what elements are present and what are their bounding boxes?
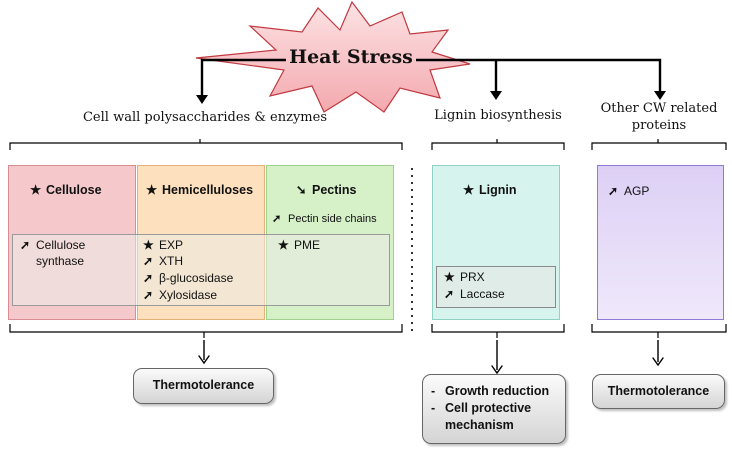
cellulose-item: synthase [36,254,85,268]
lignin-item: ➚Laccase [444,287,505,301]
pectins-title: ➘Pectins [296,183,357,197]
increase-arrow-icon: ➚ [272,213,282,225]
header-lignin: Lignin biosynthesis [434,108,562,123]
hemicelluloses-item: ➚XTH [143,254,183,268]
outcome-lignin-line: -Cell protective [431,401,532,415]
pectins-item: ★PME [278,238,321,252]
enzymes-overlay [12,234,390,306]
outcome-lignin-line: mechanism [445,418,514,432]
decrease-arrow-icon: ➘ [296,183,307,197]
outcome-thermotolerance-right: Thermotolerance [592,374,725,409]
lignin-enzymes-overlay [436,266,556,308]
hemicelluloses-item: ➚β-glucosidase [143,271,234,285]
outcome-thermotolerance-left: Thermotolerance [133,368,274,404]
star-icon: ★ [463,183,475,197]
top-connectors [200,58,662,96]
hemicelluloses-item: ★EXP [143,238,184,252]
top-braces [9,139,727,150]
lignin-title: ★Lignin [463,183,517,197]
heat-stress-title: Heat Stress [289,46,413,68]
other-proteins-box [597,165,724,320]
increase-arrow-icon: ➚ [143,288,154,302]
outcome-lignin: -Growth reduction -Cell protective mecha… [422,374,566,444]
cellulose-item: ➚Cellulose [20,238,86,252]
increase-arrow-icon: ➚ [444,287,455,301]
star-icon: ★ [444,270,455,284]
increase-arrow-icon: ➚ [143,271,154,285]
other-proteins-item: ➚AGP [608,184,650,198]
star-icon: ★ [143,238,154,252]
pectins-subtitle: ➚Pectin side chains [272,213,377,225]
header-polysaccharides: Cell wall polysaccharides & enzymes [82,110,328,125]
hemicelluloses-title: ★Hemicelluloses [146,183,254,197]
cellulose-title: ★Cellulose [30,183,102,197]
bottom-braces [9,324,727,338]
hemicelluloses-item: ➚Xylosidase [143,288,218,302]
header-other-line1: Other CW related [600,101,718,116]
star-icon: ★ [146,183,158,197]
increase-arrow-icon: ➚ [20,238,31,252]
star-icon: ★ [30,183,42,197]
top-arrowheads [196,91,666,104]
outcome-lignin-line: -Growth reduction [431,384,550,398]
header-other-line2: proteins [631,118,687,133]
lignin-item: ★PRX [444,270,485,284]
star-icon: ★ [278,238,289,252]
increase-arrow-icon: ➚ [608,184,619,198]
heat-stress-starburst [195,0,471,113]
bottom-arrows [203,340,659,370]
increase-arrow-icon: ➚ [143,254,154,268]
